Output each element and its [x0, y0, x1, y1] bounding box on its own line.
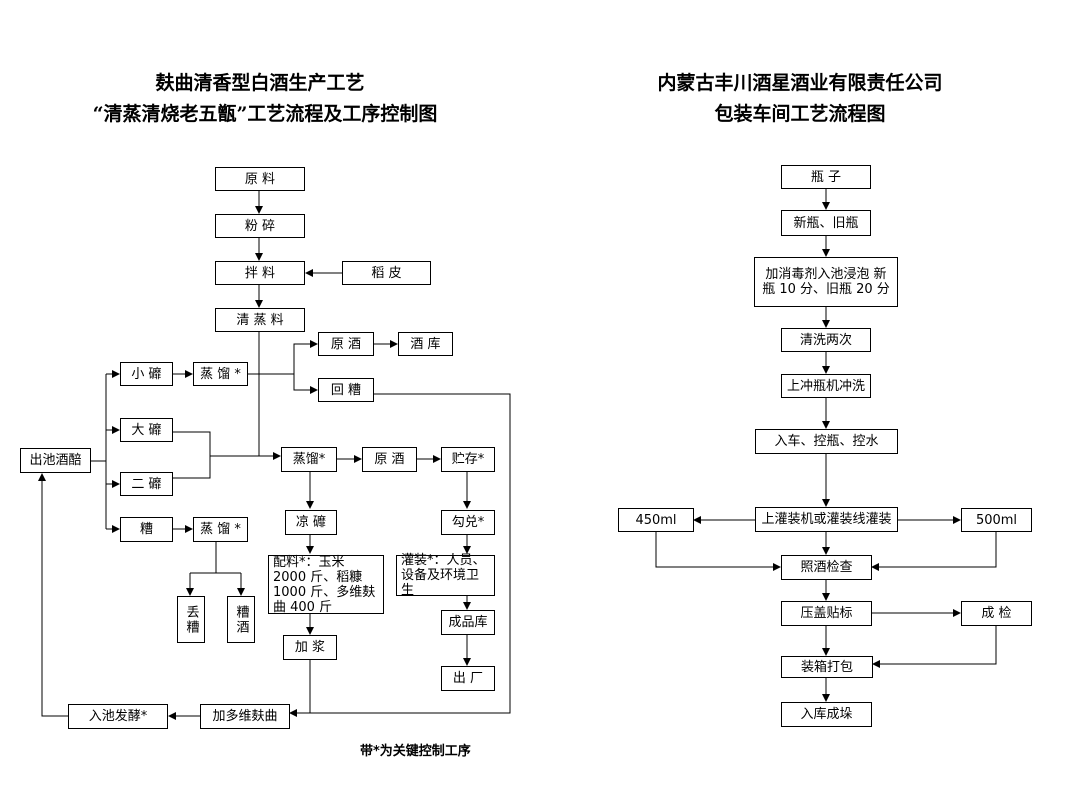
node-zao: 糟 — [120, 517, 173, 542]
node-xiaozha: 小 䃺 — [120, 362, 173, 386]
node-zhengliu2: 蒸 馏 * — [193, 517, 248, 542]
node-qingxi: 清洗两次 — [781, 328, 871, 352]
arrow-to-yuanjiu1 — [293, 340, 318, 374]
node-guanzhuang: 灌装*：人员、设备及环境卫生 — [396, 553, 495, 598]
right-title-line2: 包装车间工艺流程图 — [714, 103, 886, 125]
node-huizao: 回 糟 — [318, 378, 374, 402]
node-ruche: 入车、控瓶、控水 — [755, 429, 898, 454]
node-jiajiang: 加 浆 — [283, 635, 337, 660]
node-banliao: 拌 料 — [215, 261, 305, 285]
arrow-chengjian-zhuangxiang — [872, 626, 997, 668]
node-goudui: 勾兑* — [441, 510, 495, 535]
arrow-to-huizao — [293, 374, 318, 394]
node-ruku: 入库成垛 — [781, 702, 872, 727]
node-zaojiu: 糟酒 — [227, 596, 255, 643]
node-yuanliao: 原 料 — [215, 167, 305, 191]
node-yagai: 压盖贴标 — [781, 601, 872, 626]
node-chengpinku: 成品库 — [441, 610, 495, 635]
node-jiaxiaodu: 加消毒剂入池浸泡 新瓶 10 分、旧瓶 20 分 — [754, 257, 898, 307]
line-huizao-loop — [290, 393, 511, 714]
node-diuzao: 丢糟 — [177, 596, 205, 643]
line-dazha-merge — [173, 431, 211, 479]
node-chengjian: 成 检 — [961, 601, 1032, 626]
node-yuanjiu2: 原 酒 — [362, 447, 417, 472]
node-chuchang: 出 厂 — [441, 666, 495, 691]
node-pingzi: 瓶 子 — [781, 165, 871, 189]
arrow-500-zhaojiu — [871, 532, 997, 571]
node-ml450: 450ml — [618, 508, 694, 532]
node-chuchi: 出池酒醅 — [20, 448, 91, 473]
node-qingzhengliao: 清 蒸 料 — [215, 308, 305, 332]
node-ml500: 500ml — [961, 508, 1032, 532]
node-zhaojiu: 照酒检查 — [781, 555, 872, 580]
node-fensui: 粉 碎 — [215, 214, 305, 238]
node-zhengliu1: 蒸 馏 * — [193, 362, 248, 386]
node-xinjiu: 新瓶、旧瓶 — [781, 210, 871, 236]
node-ruchi: 入池发酵* — [68, 704, 168, 729]
node-zhengliu3: 蒸馏* — [281, 447, 337, 472]
node-zhucun: 贮存* — [441, 447, 495, 472]
node-erzha: 二 䃺 — [120, 472, 173, 496]
right-title-line1: 内蒙古丰川酒星酒业有限责任公司 — [657, 72, 943, 94]
node-dazha: 大 䃺 — [120, 418, 173, 442]
left-title-line1: 麸曲清香型白酒生产工艺 — [155, 72, 365, 94]
node-yuanjiu1: 原 酒 — [318, 332, 374, 356]
node-daopi: 稻 皮 — [342, 261, 431, 285]
node-jiuku: 酒 库 — [398, 332, 453, 356]
left-title-line2: “清蒸清烧老五甑”工艺流程及工序控制图 — [92, 103, 438, 125]
arrow-jiajiang-jiaduowei — [289, 660, 311, 717]
node-peiliao: 配料*：玉米 2000 斤、稻糠 1000 斤、多维麸曲 400 斤 — [268, 555, 384, 615]
key-note: 带*为关键控制工序 — [360, 744, 471, 759]
node-chongping: 上冲瓶机冲洗 — [781, 374, 871, 398]
node-jiaduowei: 加多维麸曲 — [200, 704, 290, 729]
node-guanzhuang-r: 上灌装机或灌装线灌装 — [755, 507, 898, 532]
node-liangzha: 凉 䃺 — [285, 510, 337, 535]
node-zhuangxiang: 装箱打包 — [781, 656, 873, 678]
arrow-450-zhaojiu — [655, 532, 781, 571]
arrow-ruchi-chuchi — [38, 473, 68, 717]
